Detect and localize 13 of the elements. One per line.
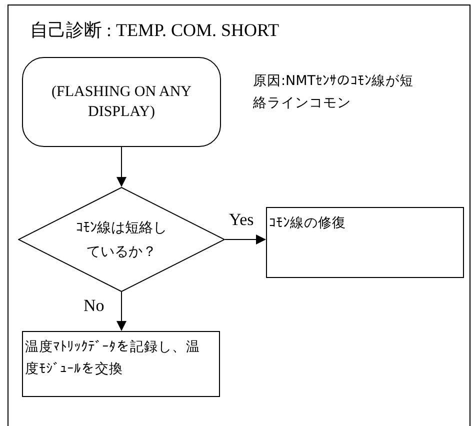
arrow: [116, 292, 126, 331]
arrow: [224, 234, 266, 244]
title: 自己診断 : TEMP. COM. SHORT: [30, 19, 279, 42]
box-text: ｺﾓﾝ線の修復: [269, 214, 347, 233]
start-box: [22, 57, 221, 147]
arrow: [116, 146, 126, 187]
process-box: [22, 331, 220, 397]
process-box: [266, 207, 464, 278]
decision-diamond: [18, 187, 225, 292]
box-text: (FLASHING ON ANY DISPLAY): [50, 83, 192, 122]
box-text: 温度ﾏﾄﾘｯｸﾃﾞｰﾀを記録し、温度ﾓｼﾞｭｰﾙを交換: [25, 338, 201, 379]
note-text: 原因:NMTｾﾝｻのｺﾓﾝ線が短絡ラインコモン: [253, 72, 415, 113]
decision-text: ｺﾓﾝ線は短絡しているか？: [76, 218, 168, 262]
